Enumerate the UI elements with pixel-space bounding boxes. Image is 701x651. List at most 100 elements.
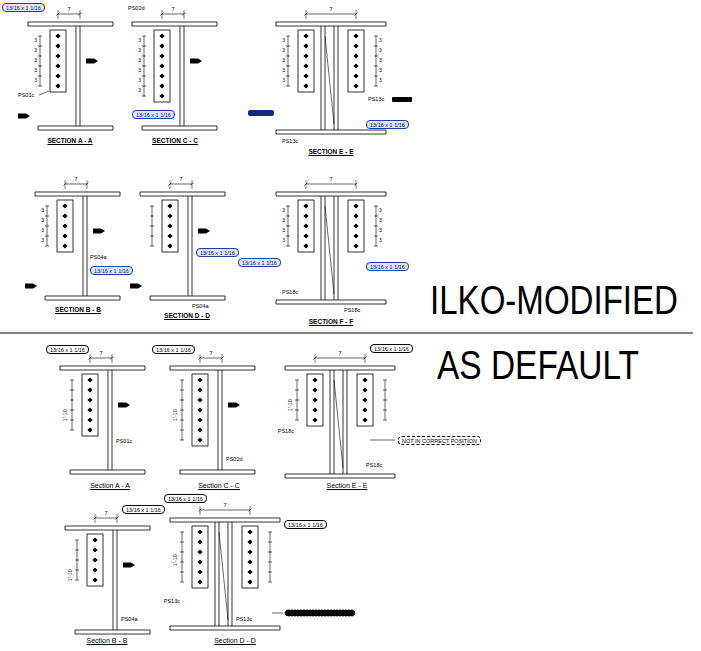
- brace-line: [334, 380, 343, 468]
- spacing-dimension: 3: [34, 68, 37, 74]
- dimension-tick: [199, 509, 202, 512]
- bolt-symbol: [353, 233, 358, 238]
- bolt-symbol: [312, 377, 317, 382]
- column-web: [108, 370, 109, 470]
- dimension-tick: [199, 357, 202, 360]
- spacing-dimension: 3: [379, 78, 382, 84]
- beam-flange: [132, 26, 217, 27]
- bolt-symbol: [303, 63, 308, 68]
- beam-flange: [142, 126, 143, 130]
- beam-flange: [38, 126, 113, 127]
- bolt-symbol: [87, 427, 92, 432]
- spacing-dimension: 3: [282, 208, 285, 214]
- part-mark: PS02d: [128, 5, 145, 11]
- beam-flange: [280, 626, 281, 630]
- extension-line: [192, 180, 193, 189]
- shear-plate: [57, 200, 73, 252]
- shear-plate: [307, 374, 323, 426]
- dimension-tick: [249, 509, 252, 512]
- bolt-symbol: [87, 417, 92, 422]
- column-web: [76, 26, 77, 126]
- dimension-tick: [75, 560, 79, 561]
- bolt-symbol: [55, 73, 60, 78]
- dimension-text: 1'-10: [172, 409, 178, 421]
- part-mark: PS02d: [226, 456, 243, 462]
- dimension-tick: [268, 582, 272, 583]
- extension-line: [200, 354, 201, 363]
- brace-line: [325, 206, 334, 294]
- beam-flange: [217, 126, 218, 130]
- dimension-tick: [86, 183, 89, 186]
- section-title: SECTION D - D: [164, 312, 210, 319]
- beam-flange: [276, 22, 386, 23]
- dimension-tick: [286, 206, 290, 207]
- beam-flange: [45, 296, 120, 297]
- dimension-tick: [75, 580, 79, 581]
- highlight-bar: [285, 610, 355, 616]
- tag-text: 13/16 x 1 1/16: [168, 496, 203, 502]
- dimension-tick: [286, 246, 290, 247]
- bolt-symbol: [197, 417, 202, 422]
- spacing-dimension: 3: [138, 58, 141, 64]
- bolt-symbol: [197, 437, 202, 442]
- beam-flange: [170, 518, 171, 522]
- column-web: [215, 522, 216, 626]
- dimension-tick: [374, 36, 378, 37]
- part-mark: PS01c: [116, 438, 132, 444]
- column-web: [330, 370, 331, 474]
- beam-flange: [70, 470, 71, 474]
- extension-line: [356, 180, 357, 189]
- bolt-symbol: [167, 213, 172, 218]
- beam-flange: [75, 630, 76, 634]
- extension-line: [90, 354, 91, 363]
- bolt-symbol: [303, 43, 308, 48]
- beam-flange: [150, 296, 151, 300]
- column-web: [321, 196, 322, 300]
- dimension-tick: [286, 86, 290, 87]
- dimension-tick: [142, 36, 146, 37]
- spacing-dimension: 3: [138, 88, 141, 94]
- bolt-symbol: [92, 567, 97, 572]
- dimension-tick: [45, 216, 49, 217]
- beam-flange: [35, 196, 120, 197]
- shear-plate: [348, 200, 364, 252]
- beam-flange: [45, 296, 46, 300]
- section-title: Section D - D: [214, 637, 256, 645]
- spacing-dimension: 3: [41, 208, 44, 214]
- bolt-symbol: [197, 427, 202, 432]
- tag-text: 13/16 x 1 1/16: [374, 346, 409, 352]
- beam-flange: [70, 474, 145, 475]
- beam-flange: [255, 366, 256, 370]
- bolt-symbol: [167, 203, 172, 208]
- column-web: [117, 530, 118, 630]
- dimension-tick: [38, 46, 42, 47]
- dimension-tick: [355, 13, 358, 16]
- weld-symbol: [123, 563, 135, 568]
- shear-plate: [298, 200, 314, 252]
- dimension-tick: [45, 246, 49, 247]
- column-web: [180, 26, 181, 126]
- dimension-text: 7: [67, 6, 70, 12]
- dimension-tick: [75, 550, 79, 551]
- column-web: [87, 196, 88, 296]
- bolt-callout-tag: 13/16 x 1 1/16: [366, 262, 409, 271]
- weld-symbol: [25, 284, 37, 289]
- brace-line: [325, 36, 334, 124]
- bolt-callout-tag: 13/16 x 1 1/16: [196, 248, 239, 257]
- dimension-tick: [383, 420, 387, 421]
- bolt-callout-tag: 13/16 x 1 1/16: [284, 520, 327, 529]
- dimension-line: [65, 184, 87, 185]
- beam-flange: [285, 366, 286, 370]
- shear-plate: [357, 374, 373, 426]
- dimension-tick: [180, 582, 184, 583]
- extension-line: [306, 180, 307, 189]
- dimension-tick: [383, 410, 387, 411]
- section-title: SECTION A - A: [47, 137, 92, 144]
- bolt-symbol: [197, 539, 202, 544]
- beam-flange: [60, 370, 145, 371]
- beam-flange: [180, 470, 255, 471]
- column-web: [347, 370, 348, 474]
- spacing-dimension: 3: [138, 38, 141, 44]
- beam-flange: [28, 22, 29, 26]
- dimension-text: 7: [179, 176, 182, 182]
